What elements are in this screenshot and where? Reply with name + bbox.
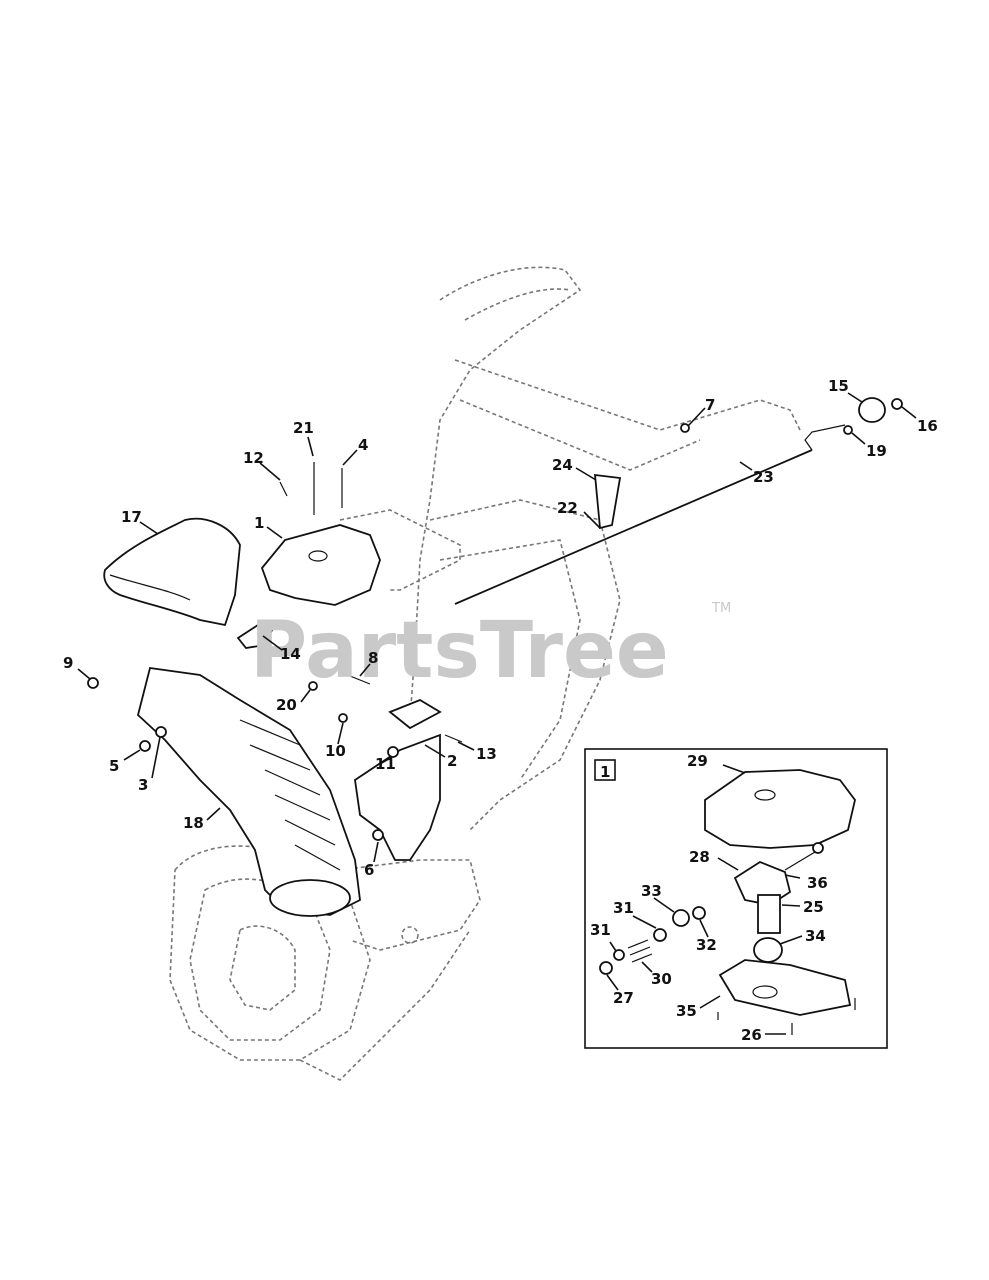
callout-35: 35 <box>676 1002 697 1020</box>
callout-18: 18 <box>183 814 204 832</box>
leader-lines <box>77 392 917 1035</box>
callout-15: 15 <box>828 377 849 395</box>
callout-24: 24 <box>552 456 573 474</box>
callout-25: 25 <box>803 898 824 916</box>
callout-30: 30 <box>651 970 672 988</box>
callout-33: 33 <box>641 882 662 900</box>
callout-27: 27 <box>613 989 634 1007</box>
callout-16: 16 <box>917 417 938 435</box>
callout-9: 9 <box>63 654 73 672</box>
chute-cap-part <box>103 517 241 627</box>
hardware-parts <box>87 423 690 841</box>
callout-6: 6 <box>364 861 374 879</box>
watermark: PartsTree <box>250 606 669 696</box>
cover-mount-plate <box>339 509 461 591</box>
inset-box: 1 <box>584 748 888 1049</box>
callout-3: 3 <box>138 776 148 794</box>
callout-23: 23 <box>753 468 774 486</box>
callout-31a: 31 <box>613 899 634 917</box>
callout-34: 34 <box>805 927 826 945</box>
callout-29: 29 <box>687 752 708 770</box>
machine-ghost-outline <box>169 266 801 1081</box>
callout-12: 12 <box>243 449 264 467</box>
callout-28: 28 <box>689 848 710 866</box>
callout-1: 1 <box>254 514 264 532</box>
deflector-knob-part <box>236 624 274 649</box>
callout-32: 32 <box>696 936 717 954</box>
callout-21: 21 <box>293 419 314 437</box>
callout-4: 4 <box>358 436 368 454</box>
callout-14: 14 <box>280 645 301 663</box>
callout-17: 17 <box>121 508 142 526</box>
callout-26: 26 <box>741 1026 762 1044</box>
tilt-plate-part <box>388 698 442 730</box>
gear-cover-part <box>260 524 381 606</box>
inset-tag-label: 1 <box>600 763 610 781</box>
callout-2: 2 <box>447 752 457 770</box>
chute-bracket-part <box>354 733 441 861</box>
crank-knob-part <box>843 397 903 435</box>
cotter-pin-part <box>279 481 288 497</box>
watermark-tm: TM <box>711 601 731 616</box>
callout-7: 7 <box>705 396 715 414</box>
rod-bracket-part <box>593 473 622 530</box>
callout-36: 36 <box>807 874 828 892</box>
callout-31b: 31 <box>590 921 611 939</box>
callout-19: 19 <box>866 442 887 460</box>
discharge-chute-part <box>136 666 361 917</box>
callout-labels: 1 2 3 4 5 6 7 8 9 10 11 12 13 14 15 16 1… <box>63 377 938 1044</box>
control-rod-part <box>454 449 813 605</box>
callout-20: 20 <box>276 696 297 714</box>
callout-10: 10 <box>325 742 346 760</box>
callout-13: 13 <box>476 745 497 763</box>
callout-22: 22 <box>557 499 578 517</box>
rod-crank <box>804 424 846 451</box>
callout-5: 5 <box>109 757 119 775</box>
callout-11: 11 <box>375 755 396 773</box>
callout-8: 8 <box>368 649 378 667</box>
